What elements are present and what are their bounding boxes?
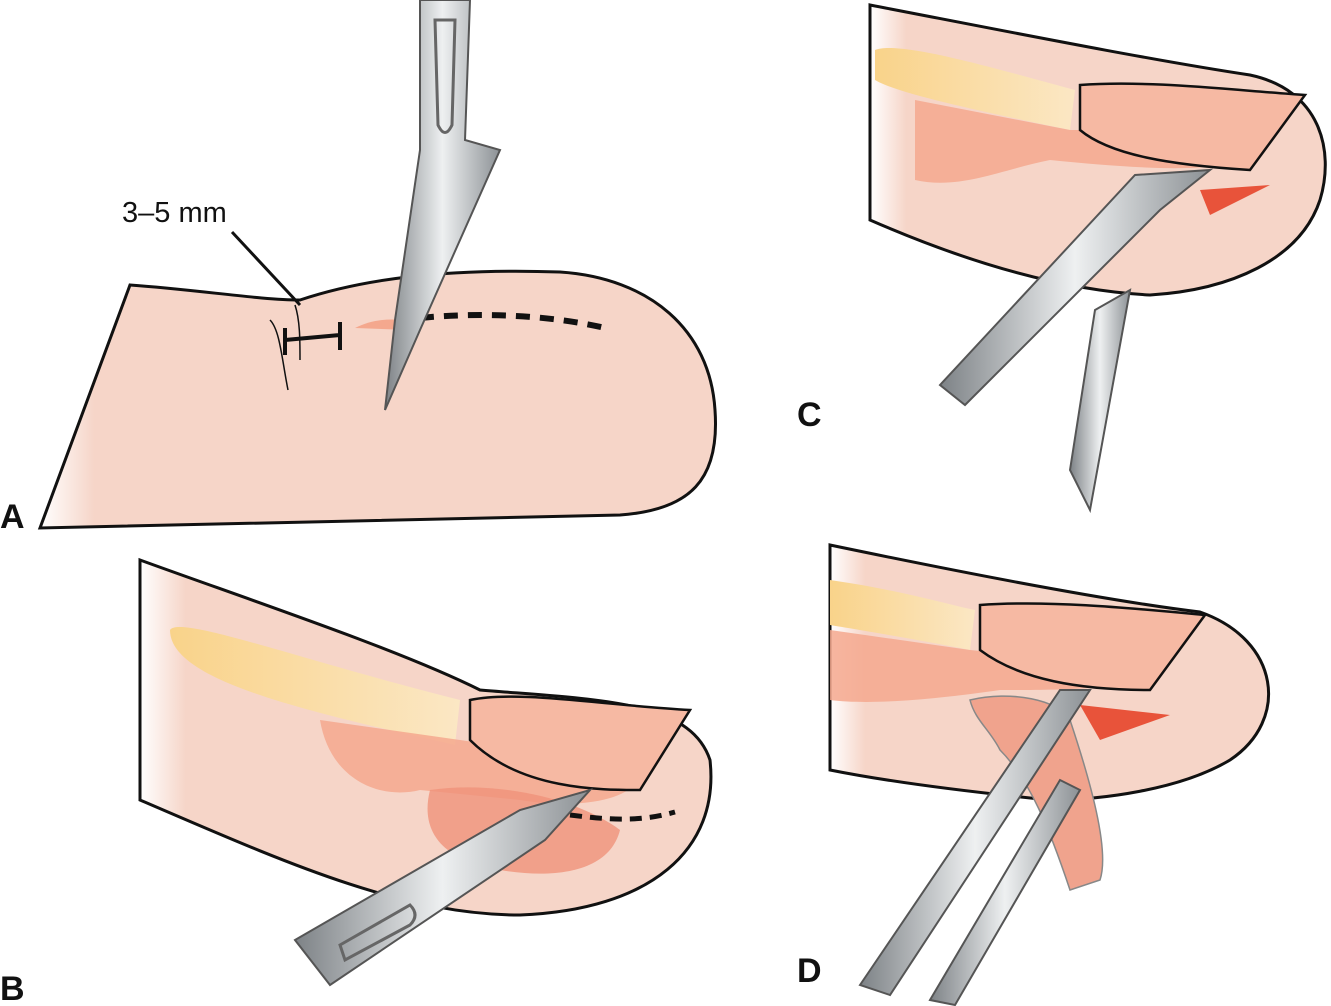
measurement-annotation: 3–5 mm xyxy=(122,197,227,229)
scalpel-a xyxy=(384,0,502,411)
nail-plate-d xyxy=(978,602,1208,692)
panel-label-a: A xyxy=(0,498,25,536)
nail-bed-c xyxy=(915,100,1245,183)
panel-label-b: B xyxy=(0,970,25,1006)
panel-c: C xyxy=(797,3,1327,514)
scalpel-b xyxy=(293,788,594,987)
measurement-bar xyxy=(283,322,342,355)
tendon-b xyxy=(170,627,460,745)
panel-label-d: D xyxy=(797,952,822,990)
blood-c xyxy=(1200,185,1270,215)
tendon-d xyxy=(830,580,975,650)
panel-b: B xyxy=(0,557,713,1006)
scissors-c xyxy=(938,168,1214,514)
panel-label-c: C xyxy=(797,396,822,434)
panel-a: 3–5 mm A xyxy=(0,0,718,536)
panel-d: D xyxy=(797,543,1271,1006)
nail-plate-c xyxy=(1078,82,1308,172)
fingertip-a xyxy=(37,269,718,530)
forceps-d xyxy=(858,689,1092,1006)
nail-plate-b xyxy=(468,695,693,792)
cuticle-fold xyxy=(269,304,301,391)
tendon-c xyxy=(875,48,1075,130)
blood-d xyxy=(1080,705,1170,740)
leader-line xyxy=(230,230,302,307)
